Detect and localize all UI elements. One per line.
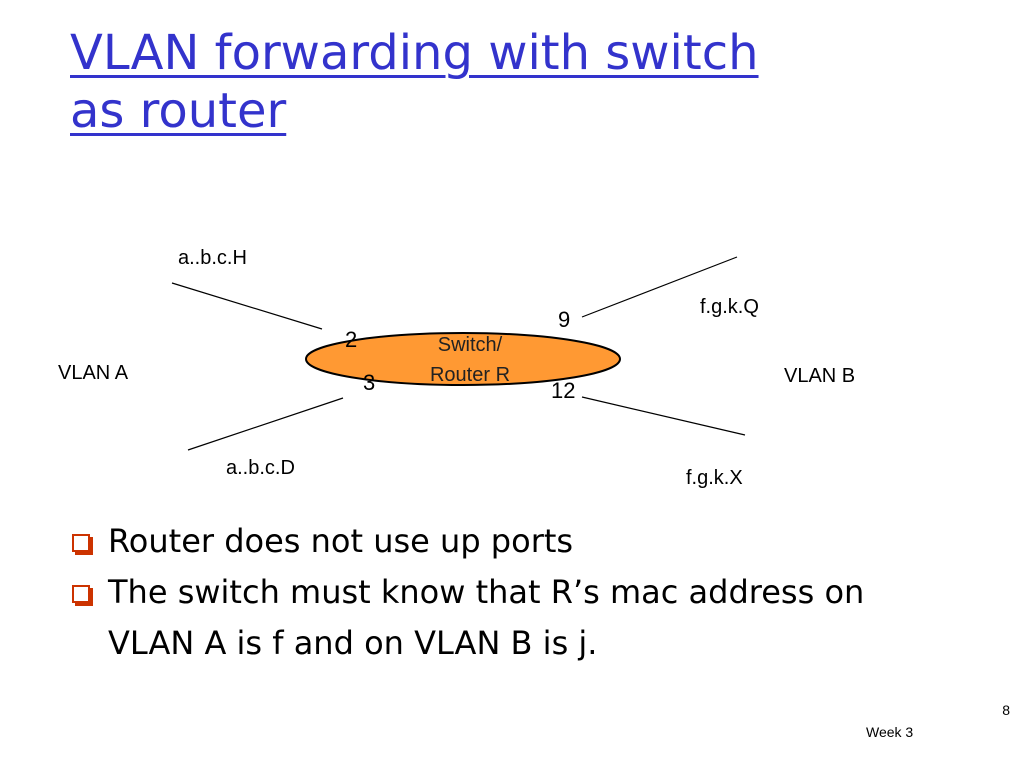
bullet-text: The switch must know that R’s mac addres… (108, 573, 865, 662)
bullet-text: Router does not use up ports (108, 522, 574, 560)
title-line-2: as router (70, 83, 287, 139)
vlan-a-label: VLAN A (58, 362, 129, 384)
link-host-h (171, 282, 323, 330)
switch-router-label: Switch/ Router R (400, 330, 540, 390)
switch-router-node (305, 332, 621, 386)
slide-title: VLAN forwarding with switch as router (70, 24, 930, 140)
port-label-3: 3 (363, 370, 376, 395)
link-host-x (581, 396, 746, 436)
bullet-box-icon (72, 534, 90, 552)
bullet-item: Router does not use up ports (72, 516, 972, 567)
link-host-q (581, 256, 738, 318)
bullet-box-icon (72, 585, 90, 603)
title-line-1: VLAN forwarding with switch (70, 25, 759, 81)
host-label-h: a..b.c.H (178, 247, 247, 269)
footer-text: Week 3 (866, 724, 914, 740)
host-label-q: f.g.k.Q (700, 296, 759, 318)
router-label-line-2: Router R (429, 364, 511, 386)
host-label-x: f.g.k.X (686, 467, 743, 489)
port-label-2: 2 (345, 327, 358, 352)
router-label-line-1: Switch/ (437, 334, 503, 356)
link-host-d (187, 397, 344, 451)
vlan-b-label: VLAN B (784, 365, 856, 387)
bullet-item: The switch must know that R’s mac addres… (72, 567, 972, 669)
page-number: 8 (1002, 702, 1010, 718)
host-label-d: a..b.c.D (226, 457, 295, 479)
port-label-9: 9 (558, 307, 571, 332)
bullet-list: Router does not use up ports The switch … (72, 516, 972, 669)
port-label-12: 12 (551, 378, 576, 403)
